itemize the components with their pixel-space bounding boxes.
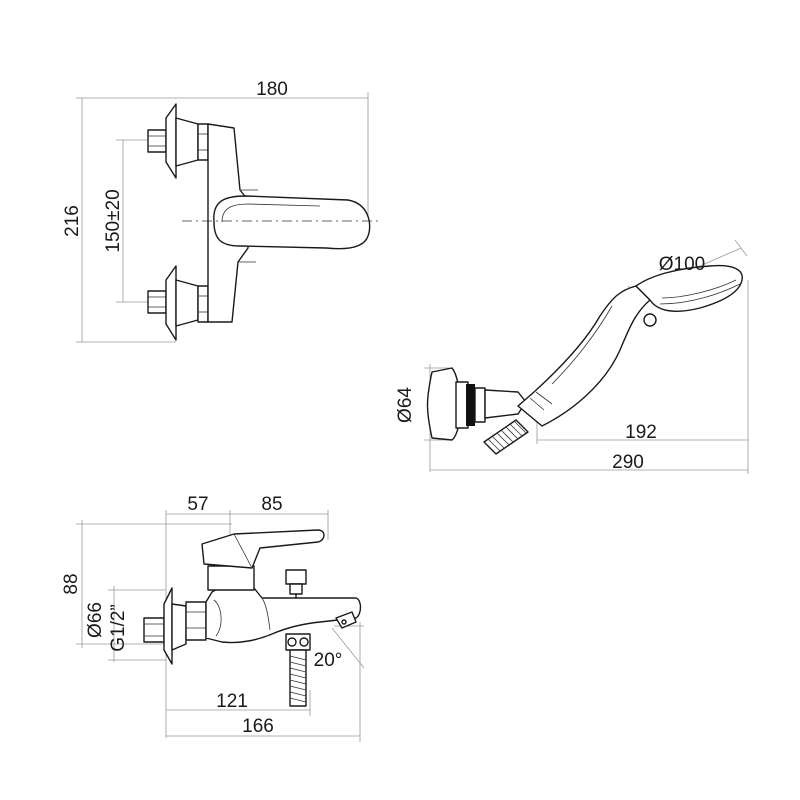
side-thread-label: G1/2” — [108, 604, 129, 652]
side-shower-hose — [289, 649, 307, 707]
lever-handle-front — [213, 195, 371, 250]
side-overall-depth-label: 166 — [242, 716, 274, 737]
shower-head — [635, 264, 743, 327]
side-top-left-label: 57 — [187, 494, 208, 515]
front-width-label: 180 — [256, 79, 288, 100]
shower-handle — [517, 285, 651, 427]
front-height-label: 216 — [62, 205, 83, 237]
side-lever-handle — [201, 529, 325, 591]
side-outlet-label: 121 — [216, 691, 248, 712]
side-angle-label: 20° — [314, 650, 343, 671]
front-view-dimensions — [76, 92, 369, 343]
hand-shower-view: Ø100 Ø64 192 290 — [395, 239, 749, 474]
holder-offset-label: 192 — [625, 422, 657, 443]
side-height-label: 88 — [61, 573, 82, 594]
side-flange-diameter-label: Ø66 — [85, 602, 106, 638]
lower-supply-connection — [147, 265, 209, 341]
upper-supply-connection — [147, 103, 209, 179]
overall-length-label: 290 — [612, 452, 644, 473]
shower-hose-stub — [483, 419, 529, 455]
hose-outlet-nut — [285, 633, 311, 651]
side-body-spout — [205, 585, 362, 644]
wall-holder — [426, 367, 527, 441]
front-view: 180 216 150±20 — [62, 79, 378, 343]
side-inlet-flange — [143, 587, 207, 665]
front-centers-label: 150±20 — [103, 189, 124, 252]
side-view: 57 85 88 Ø66 G1/2” 20° 121 166 — [61, 494, 365, 742]
side-top-right-label: 85 — [261, 494, 282, 515]
diverter-knob — [285, 569, 307, 599]
holder-diameter-label: Ø64 — [395, 387, 416, 423]
head-diameter-label: Ø100 — [659, 254, 705, 275]
